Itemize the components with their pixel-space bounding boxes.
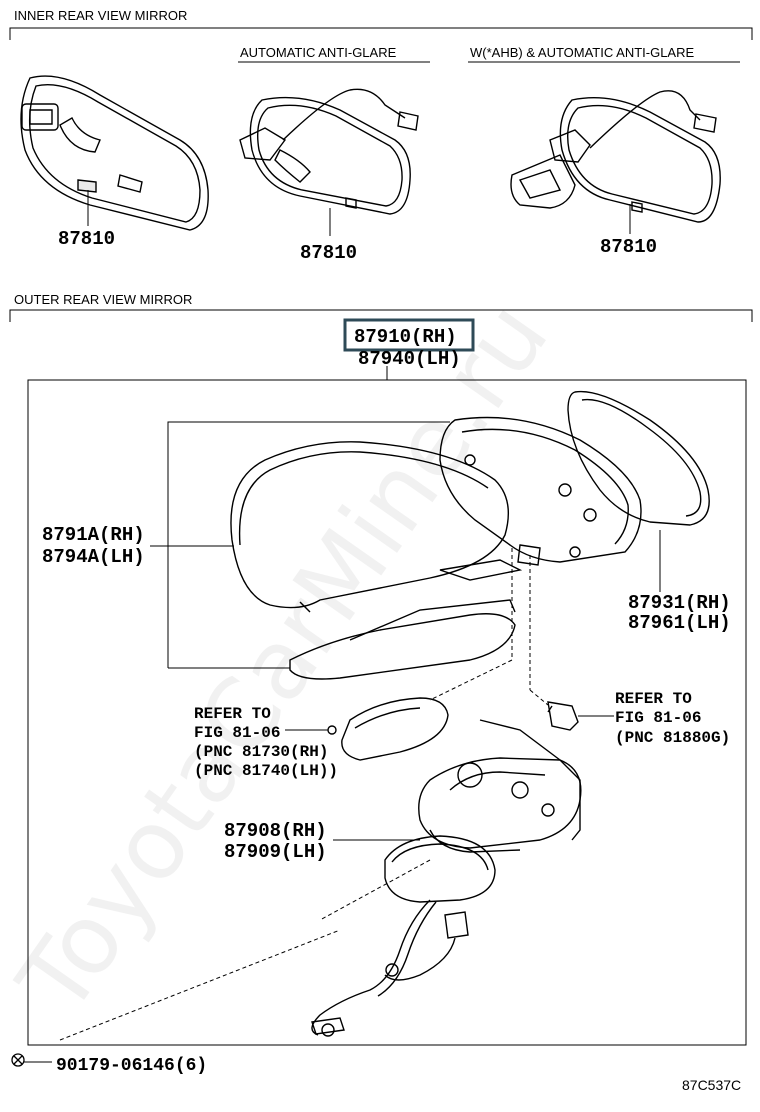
inner-mirror-auto <box>239 88 419 215</box>
cover-number-lh: 8794A(LH) <box>42 546 145 568</box>
part-number-87810-auto: 87810 <box>300 242 357 264</box>
mirror-base-actuator <box>384 719 582 903</box>
base-number-lh: 87909(LH) <box>224 841 327 863</box>
inner-section-bracket <box>9 27 753 40</box>
cover-number-rh: 8791A(RH) <box>42 524 145 546</box>
watermark: ToyotaCarMine.ru <box>0 282 570 1034</box>
lamp-ref-line-3: (PNC 81730(RH) <box>194 743 328 761</box>
screw-number: 90179-06146(6) <box>56 1056 207 1076</box>
dashed-connectors <box>59 548 549 1041</box>
diagram-code: 87C537C <box>682 1077 741 1093</box>
bulb-ref-line-1: REFER TO <box>615 690 692 708</box>
outer-section-bracket <box>9 309 753 322</box>
inner-section: INNER REAR VIEW MIRROR AUTOMATIC ANTI-GL… <box>9 8 753 264</box>
cover-subframe <box>167 421 450 668</box>
bulb-ref-line-2: FIG 81-06 <box>615 709 701 727</box>
lamp-ref-line-1: REFER TO <box>194 705 271 723</box>
assembly-frame <box>27 379 747 1046</box>
assembly-highlight-box <box>343 318 475 352</box>
side-turn-lamp <box>327 697 449 761</box>
bulb-ref-line-3: (PNC 81880G) <box>615 729 730 747</box>
lamp-ref-line-2: FIG 81-06 <box>194 724 280 742</box>
inner-section-title: INNER REAR VIEW MIRROR <box>14 8 187 23</box>
assembly-number-lh: 87940(LH) <box>358 348 461 370</box>
mirror-glass <box>567 390 710 526</box>
glass-number-lh: 87961(LH) <box>628 612 731 634</box>
mirror-housing <box>439 416 642 566</box>
variant-auto-label: AUTOMATIC ANTI-GLARE <box>240 45 397 60</box>
variant-ahb-label: W(*AHB) & AUTOMATIC ANTI-GLARE <box>470 45 694 60</box>
screw-icon <box>11 1053 25 1067</box>
part-number-87810-basic: 87810 <box>58 228 115 250</box>
inner-mirror-basic <box>20 75 209 231</box>
part-number-87810-ahb: 87810 <box>600 236 657 258</box>
inner-mirror-ahb <box>510 90 721 223</box>
wire-harness <box>311 899 469 1037</box>
lamp-ref-line-4: (PNC 81740(LH)) <box>194 762 338 780</box>
bulb <box>547 701 579 731</box>
assembly-number-rh: 87910(RH) <box>354 326 457 348</box>
base-number-rh: 87908(RH) <box>224 820 327 842</box>
outer-section: OUTER REAR VIEW MIRROR 87910(RH) 87940(L… <box>9 292 753 1076</box>
outer-section-title: OUTER REAR VIEW MIRROR <box>14 292 192 307</box>
glass-number-rh: 87931(RH) <box>628 592 731 614</box>
